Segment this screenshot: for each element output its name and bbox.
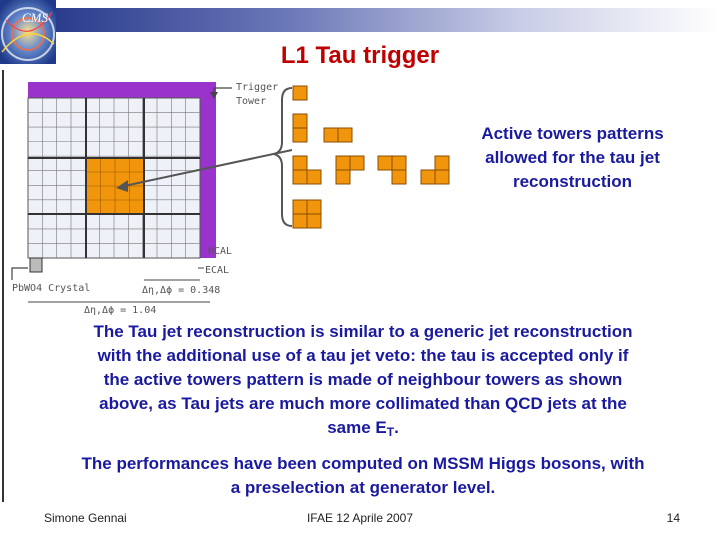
trigger-label-line2: Tower <box>236 96 266 107</box>
para-last: same E <box>327 418 387 437</box>
hcal-strip-right <box>200 82 216 258</box>
para-end: . <box>394 418 399 437</box>
et-subscript: T <box>386 425 395 439</box>
cms-logo: CMS <box>0 0 56 64</box>
header-gradient-bar <box>55 8 720 32</box>
crystal-arrow <box>11 267 28 280</box>
footer-event: IFAE 12 Aprile 2007 <box>306 511 414 525</box>
hcal-label: HCAL <box>208 246 232 257</box>
pattern-tower <box>434 155 450 171</box>
crystal-label: PbWO4 Crystal <box>12 283 90 294</box>
pattern-tower <box>434 169 450 185</box>
pattern-tower <box>292 113 308 129</box>
pattern-tower <box>306 169 322 185</box>
pattern-tower <box>391 169 407 185</box>
crystal-highlight <box>29 257 43 273</box>
active-tower-lines <box>86 158 144 214</box>
pattern-tower <box>420 169 436 185</box>
para-line: above, as Tau jets are much more collima… <box>99 394 627 413</box>
footer-author: Simone Gennai <box>44 511 127 525</box>
pointer-arrow-head <box>116 180 128 192</box>
trigger-label-line1: Trigger <box>236 82 278 93</box>
tower-patterns <box>292 85 450 229</box>
pattern-tower <box>292 127 308 143</box>
para-line: with the additional use of a tau jet vet… <box>97 346 629 365</box>
caption-line: Active towers patterns <box>481 124 664 143</box>
pattern-tower <box>292 199 308 215</box>
para-line: The Tau jet reconstruction is similar to… <box>93 322 633 341</box>
para-line: same ET. <box>38 416 688 444</box>
left-rule <box>2 70 4 502</box>
paragraph-performance: The performances have been computed on M… <box>38 452 688 500</box>
pointer-arrow <box>123 149 293 187</box>
tower-diagram: Trigger Tower HCAL ECAL PbWO4 Crystal Δη… <box>11 82 450 316</box>
eta-phi-large: Δη,Δϕ = 1.04 <box>84 305 156 316</box>
para-line: the active towers pattern is made of nei… <box>103 370 623 389</box>
trigger-arrow-head <box>210 92 218 99</box>
pattern-tower <box>292 155 308 171</box>
pattern-tower <box>377 155 393 171</box>
caption-line: allowed for the tau jet <box>485 148 660 167</box>
hcal-strip-top <box>28 82 216 98</box>
pattern-tower <box>391 155 407 171</box>
pattern-tower <box>323 127 339 143</box>
ecal-label: ECAL <box>205 265 229 276</box>
pattern-tower <box>335 155 351 171</box>
caption-line: reconstruction <box>512 172 633 191</box>
pattern-tower <box>292 169 308 185</box>
para-line: The performances have been computed on M… <box>81 454 645 473</box>
para-line: a preselection at generator level. <box>230 478 496 497</box>
pattern-tower <box>292 85 308 101</box>
page-title: L1 Tau trigger <box>280 42 440 69</box>
pattern-tower <box>306 199 322 215</box>
pattern-tower <box>349 155 365 171</box>
tower-boundaries <box>28 98 200 258</box>
paragraph-reconstruction: The Tau jet reconstruction is similar to… <box>38 320 688 444</box>
footer-page-number: 14 <box>666 511 680 525</box>
pattern-tower <box>335 169 351 185</box>
pattern-tower <box>306 213 322 229</box>
eta-phi-small: Δη,Δϕ = 0.348 <box>142 285 220 296</box>
logo-label: CMS <box>22 10 49 25</box>
patterns-caption: Active towers patterns allowed for the t… <box>455 122 690 194</box>
pattern-brace <box>273 87 293 227</box>
pattern-tower <box>292 213 308 229</box>
pattern-tower <box>337 127 353 143</box>
